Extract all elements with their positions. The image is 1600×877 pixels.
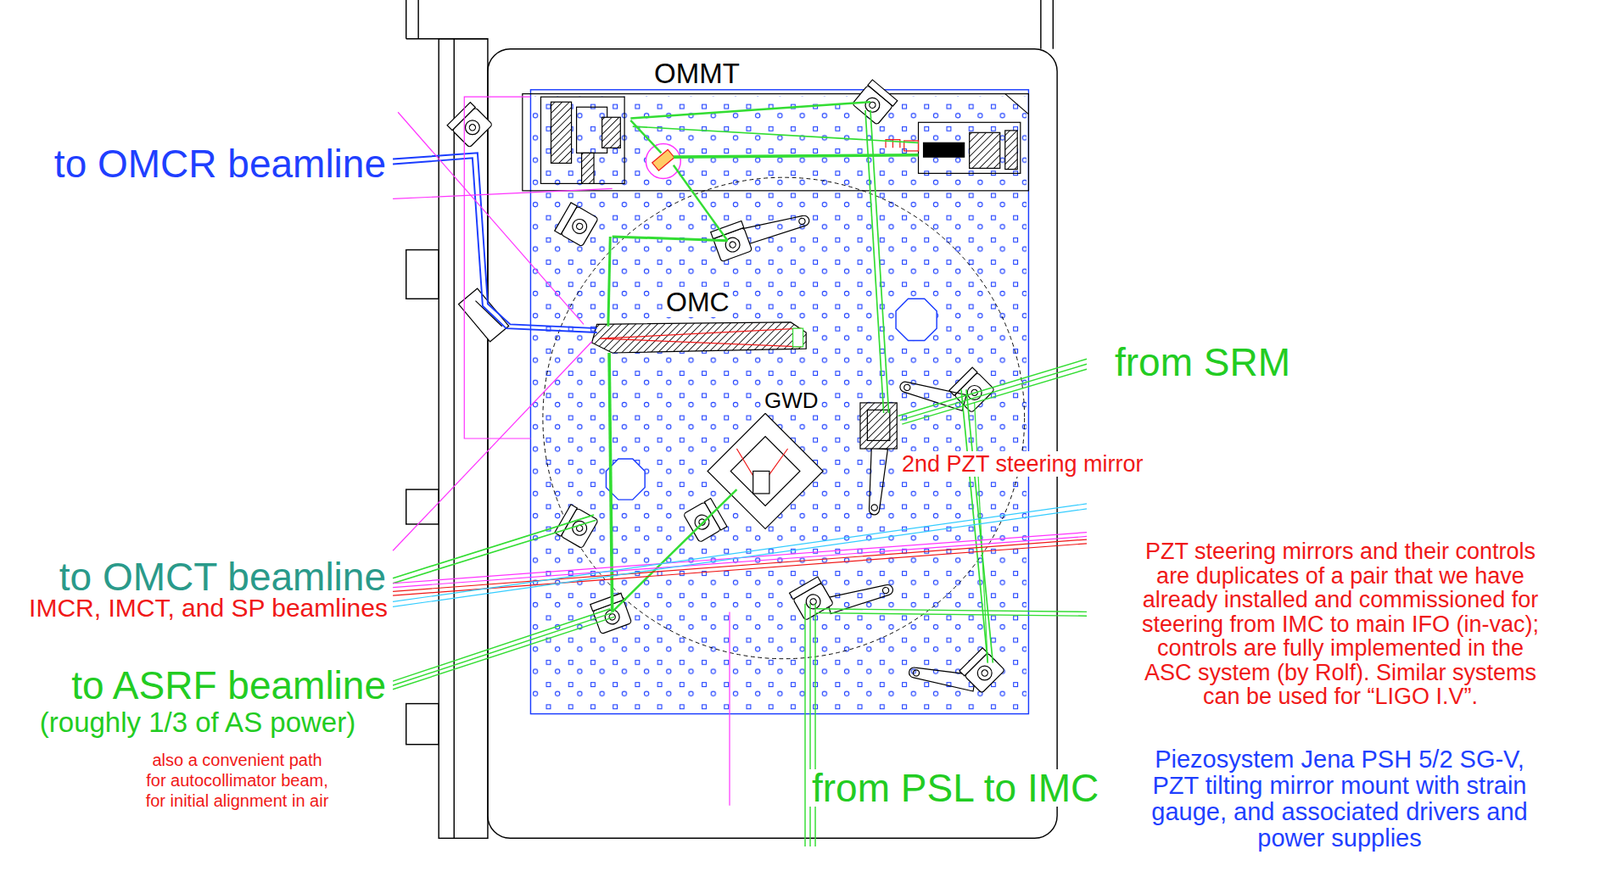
note-text: Piezosystem Jena PSH 5/2 SG-V, PZT tilti… (1137, 746, 1542, 852)
gwd-assembly (707, 413, 823, 529)
note-text: also a convenient path for autocollimato… (139, 749, 335, 812)
callout-label: 2nd PZT steering mirror (899, 451, 1147, 477)
part-name: GWD (761, 387, 822, 414)
chamber-frame (406, 0, 1058, 839)
note-text: (roughly 1/3 of AS power) (25, 707, 370, 739)
ommt-plate (522, 94, 1030, 191)
omc-cavity (592, 322, 807, 353)
beamline-label: from SRM (1112, 343, 1293, 381)
cyan-beams (392, 503, 1087, 607)
mirror-mounts (447, 79, 1005, 694)
beamline-label: from PSL to IMC (809, 769, 1102, 807)
beamline-label: IMCR, IMCT, and SP beamlines (26, 594, 391, 622)
beamline-label: to OMCT beamline (56, 558, 389, 596)
blue-beams (392, 152, 598, 333)
note-text: PZT steering mirrors and their controls … (1133, 539, 1548, 710)
part-name: OMC (663, 286, 733, 318)
beamline-label: to OMCR beamline (51, 145, 389, 183)
beamline-label: to ASRF beamline (68, 666, 389, 705)
part-name: OMMT (651, 58, 743, 90)
